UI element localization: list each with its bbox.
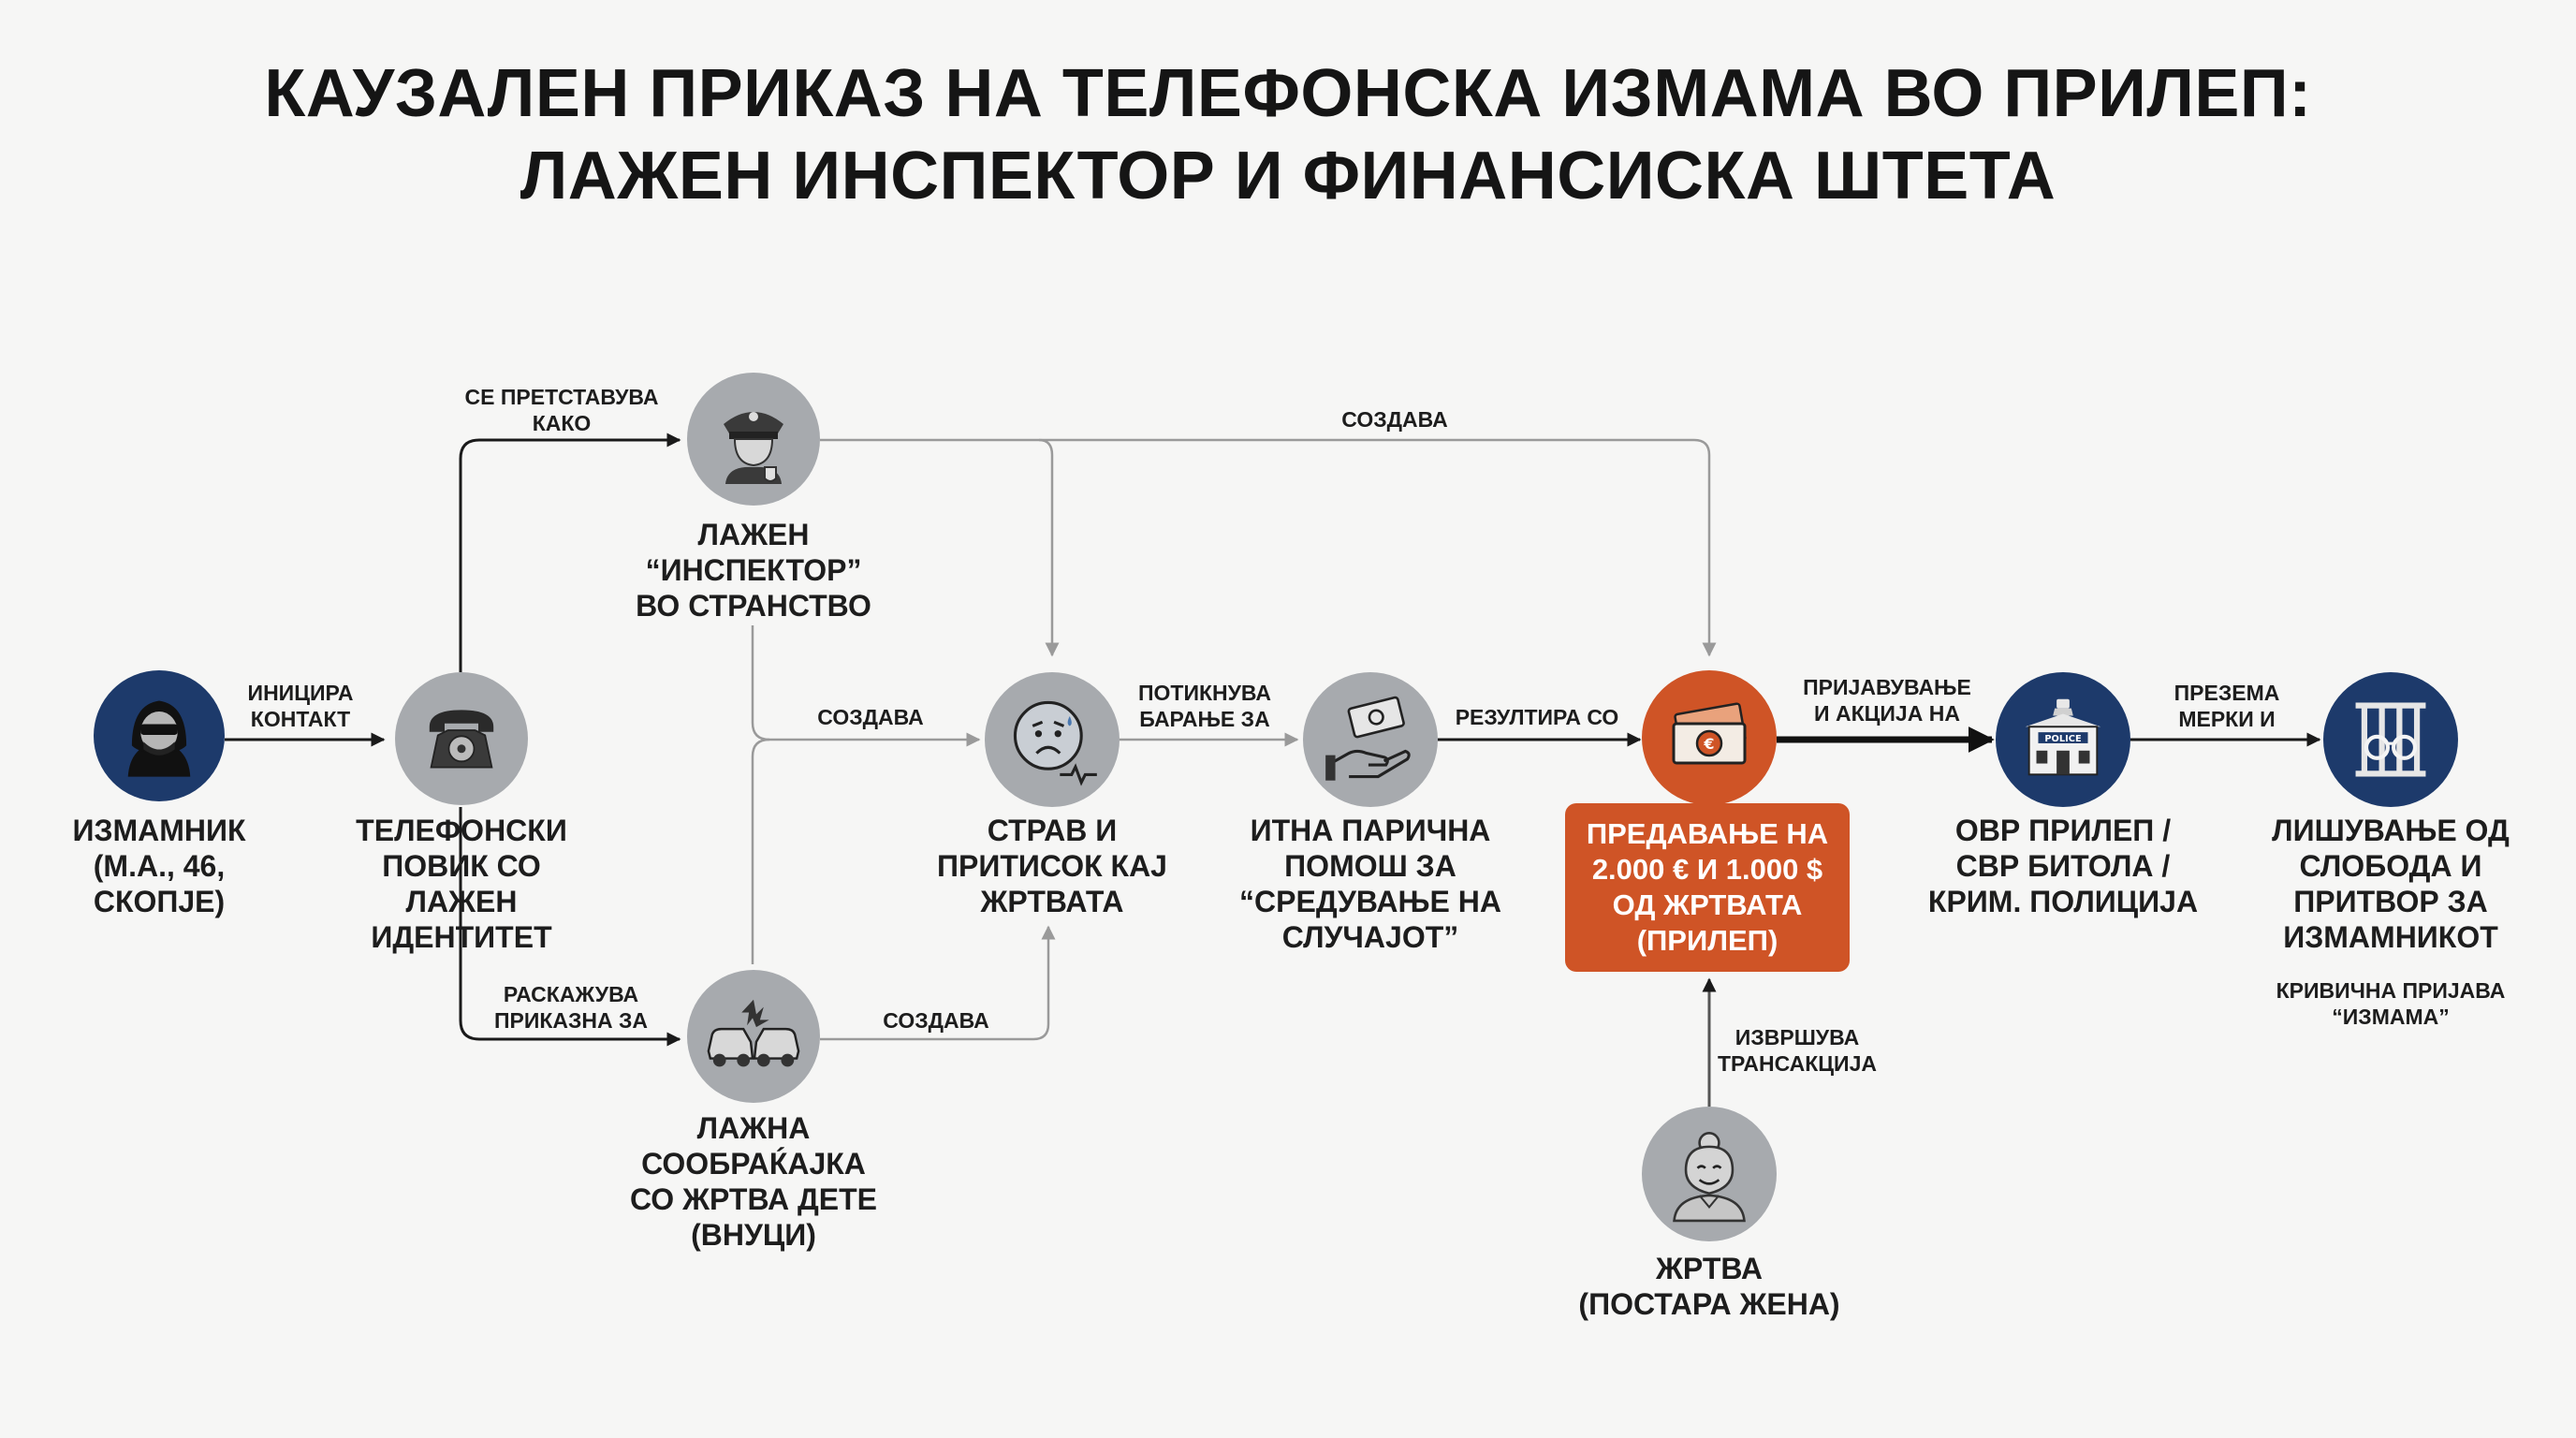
svg-text:€: €	[1703, 735, 1714, 753]
fraudster-label: ИЗМАМНИК (М.А., 46, СКОПЈЕ)	[72, 814, 246, 918]
handover-node: €	[1642, 670, 1777, 805]
handover-label-box: ПРЕДАВАЊЕ НА 2.000 € И 1.000 $ ОД ЖРТВАТ…	[1565, 803, 1850, 972]
diagram-title-line-2: ЛАЖЕН ИНСПЕКТОР И ФИНАНСИСКА ШТЕТА	[520, 139, 2056, 213]
edge-label-creates-bottom: СОЗДАВА	[883, 1008, 989, 1033]
cash-icon: €	[1672, 702, 1747, 765]
edge-label-tells-story: РАСКАЖУВА ПРИКАЗНА ЗА	[493, 982, 649, 1033]
edge-inspector-to-fear	[1038, 438, 1060, 657]
diagram-title-line-1: КАУЗАЛЕН ПРИКАЗ НА ТЕЛЕФОНСКА ИЗМАМА ВО …	[264, 56, 2312, 131]
edge-label-creates-mid: СОЗДАВА	[817, 705, 924, 729]
fake-accident-node	[687, 970, 820, 1103]
edge-label-creates-top: СОЗДАВА	[1341, 407, 1448, 432]
edge-tells-story	[459, 807, 681, 1047]
edge-label-initiates: ИНИЦИРА КОНТАКТ	[247, 681, 354, 731]
edge-accident-up	[751, 738, 770, 964]
money-hand-icon	[1325, 696, 1411, 781]
edge-presents-as	[459, 433, 681, 672]
fear-label: СТРАВ И ПРИТИСОК КАЈ ЖРТВАТА	[937, 814, 1167, 918]
urgent-help-node	[1303, 672, 1438, 807]
police-label: ОВР ПРИЛЕП / СВР БИТОЛА / КРИМ. ПОЛИЦИЈА	[1927, 814, 2199, 918]
fear-node	[985, 672, 1120, 807]
detention-label: ЛИШУВАЊЕ ОД СЛОБОДА И ПРИТВОР ЗА ИЗМАМНИ…	[2272, 814, 2510, 954]
fake-inspector-label: ЛАЖЕН “ИНСПЕКТОР” ВО СТРАНСТВО	[636, 518, 871, 623]
jail-cuffs-icon	[2355, 702, 2426, 777]
edge-label-results: РЕЗУЛТИРА СО	[1455, 705, 1619, 729]
edge-label-reports: ПРИЈАВУВАЊЕ И АКЦИЈА НА	[1803, 675, 1971, 726]
phone-call-label: ТЕЛЕФОНСКИ ПОВИК СО ЛАЖЕН ИДЕНТИТЕТ	[356, 814, 567, 954]
edge-label-measures: ПРЕЗЕМА МЕРКИ И	[2174, 681, 2280, 731]
police-officer-icon	[724, 412, 783, 484]
hooded-fraudster-icon	[127, 700, 191, 777]
car-crash-icon	[707, 999, 800, 1067]
edge-label-transaction: ИЗВРШУВА ТРАНСАКЦИЈА	[1717, 1025, 1877, 1076]
edge-label-presents-as: СЕ ПРЕТСТАВУВА КАКО	[464, 385, 659, 435]
fake-accident-label: ЛАЖНА СООБРАЌАЈКА СО ЖРТВА ДЕТЕ (ВНУЦИ)	[629, 1111, 878, 1252]
detention-node	[2323, 672, 2458, 807]
police-node: POLICE	[1996, 672, 2130, 807]
victim-label: ЖРТВА (ПОСТАРА ЖЕНА)	[1578, 1252, 1840, 1321]
victim-node	[1642, 1107, 1777, 1241]
edge-creates-top	[820, 438, 1717, 657]
phone-call-node	[395, 672, 528, 805]
police-station-icon: POLICE	[2025, 698, 2101, 776]
fraudster-node	[94, 670, 225, 801]
telephone-icon	[429, 710, 494, 769]
fake-inspector-node	[687, 373, 820, 506]
edge-creates-bottom	[820, 925, 1056, 1041]
worried-face-icon	[1013, 700, 1097, 786]
elderly-woman-icon	[1673, 1132, 1746, 1223]
police-sign: POLICE	[2044, 734, 2081, 744]
detention-note: КРИВИЧНА ПРИЈАВА “ИЗМАМА”	[2276, 978, 2506, 1029]
edge-label-prompts: ПОТИКНУВА БАРАЊЕ ЗА	[1137, 681, 1272, 731]
urgent-help-label: ИТНА ПАРИЧНА ПОМОШ ЗА “СРЕДУВАЊЕ НА СЛУЧ…	[1239, 814, 1501, 954]
